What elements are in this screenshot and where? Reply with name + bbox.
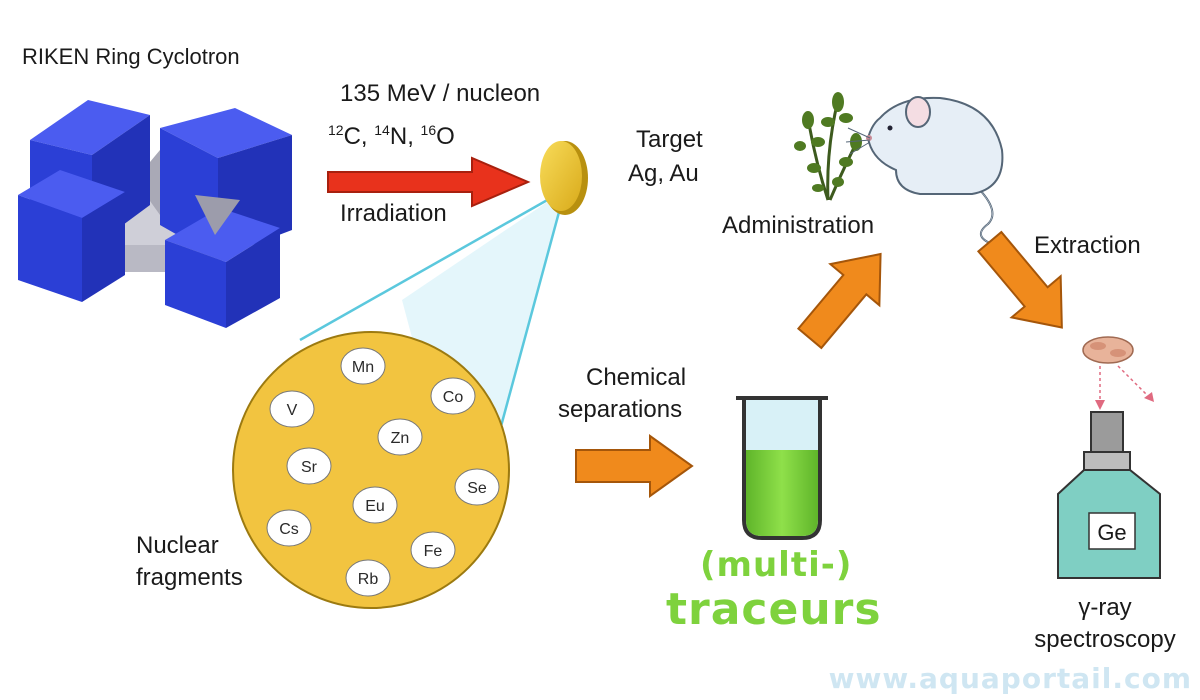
watermark: www.aquaportail.com	[828, 662, 1192, 695]
fragment-element: Mn	[340, 347, 386, 385]
germanium-detector-icon: Ge	[1057, 411, 1161, 579]
target-title: Target	[636, 126, 703, 153]
svg-text:V: V	[287, 402, 298, 419]
irradiation-arrow	[327, 156, 531, 208]
target-disc-icon	[540, 141, 588, 215]
svg-text:Se: Se	[467, 480, 487, 497]
fragment-element: Cs	[266, 509, 312, 547]
fragment-element: Se	[454, 468, 500, 506]
tracers-line2: traceurs	[666, 584, 882, 635]
svg-text:Fe: Fe	[424, 543, 443, 560]
fragment-element: Co	[430, 377, 476, 415]
mouse-icon	[845, 96, 1004, 245]
tracers-line1: (multi-)	[700, 545, 853, 585]
administration-label: Administration	[722, 212, 875, 239]
svg-text:Sr: Sr	[301, 459, 318, 476]
fragment-elements: Mn V Co Zn Sr Se Eu Cs Fe Rb	[266, 347, 500, 597]
plant-icon	[794, 92, 862, 201]
svg-text:Zn: Zn	[391, 430, 410, 447]
energy-label: 135 MeV / nucleon	[340, 80, 541, 107]
extraction-label: Extraction	[1034, 232, 1141, 259]
administration-arrow	[796, 252, 882, 350]
spectroscopy-label: γ-ray spectroscopy	[1034, 594, 1176, 653]
fragment-element: Eu	[352, 486, 398, 524]
nuclear-fragments-label: Nuclear fragments	[136, 532, 243, 591]
irradiation-label: Irradiation	[340, 200, 447, 227]
fragment-element: Sr	[286, 447, 332, 485]
chemical-separations-label: Chemical separations	[558, 364, 687, 423]
tissue-sample-icon	[1082, 336, 1154, 410]
fragment-element: Zn	[377, 418, 423, 456]
svg-text:Co: Co	[443, 389, 464, 406]
separation-arrow	[575, 434, 694, 498]
detector-label: Ge	[1097, 520, 1126, 545]
svg-text:Eu: Eu	[365, 498, 385, 515]
svg-text:Mn: Mn	[352, 359, 374, 376]
extraction-arrow	[976, 230, 1063, 329]
test-tube-icon	[736, 396, 828, 540]
target-elements: Ag, Au	[628, 160, 699, 187]
fragment-element: Rb	[345, 559, 391, 597]
fragment-element: V	[269, 390, 315, 428]
svg-text:Rb: Rb	[358, 571, 379, 588]
cyclotron-icon	[18, 100, 292, 328]
beam-isotopes-label: 12C, 14N, 16O	[328, 122, 455, 150]
cyclotron-label: RIKEN Ring Cyclotron	[22, 44, 240, 69]
svg-text:Cs: Cs	[279, 521, 299, 538]
fragment-element: Fe	[410, 531, 456, 569]
